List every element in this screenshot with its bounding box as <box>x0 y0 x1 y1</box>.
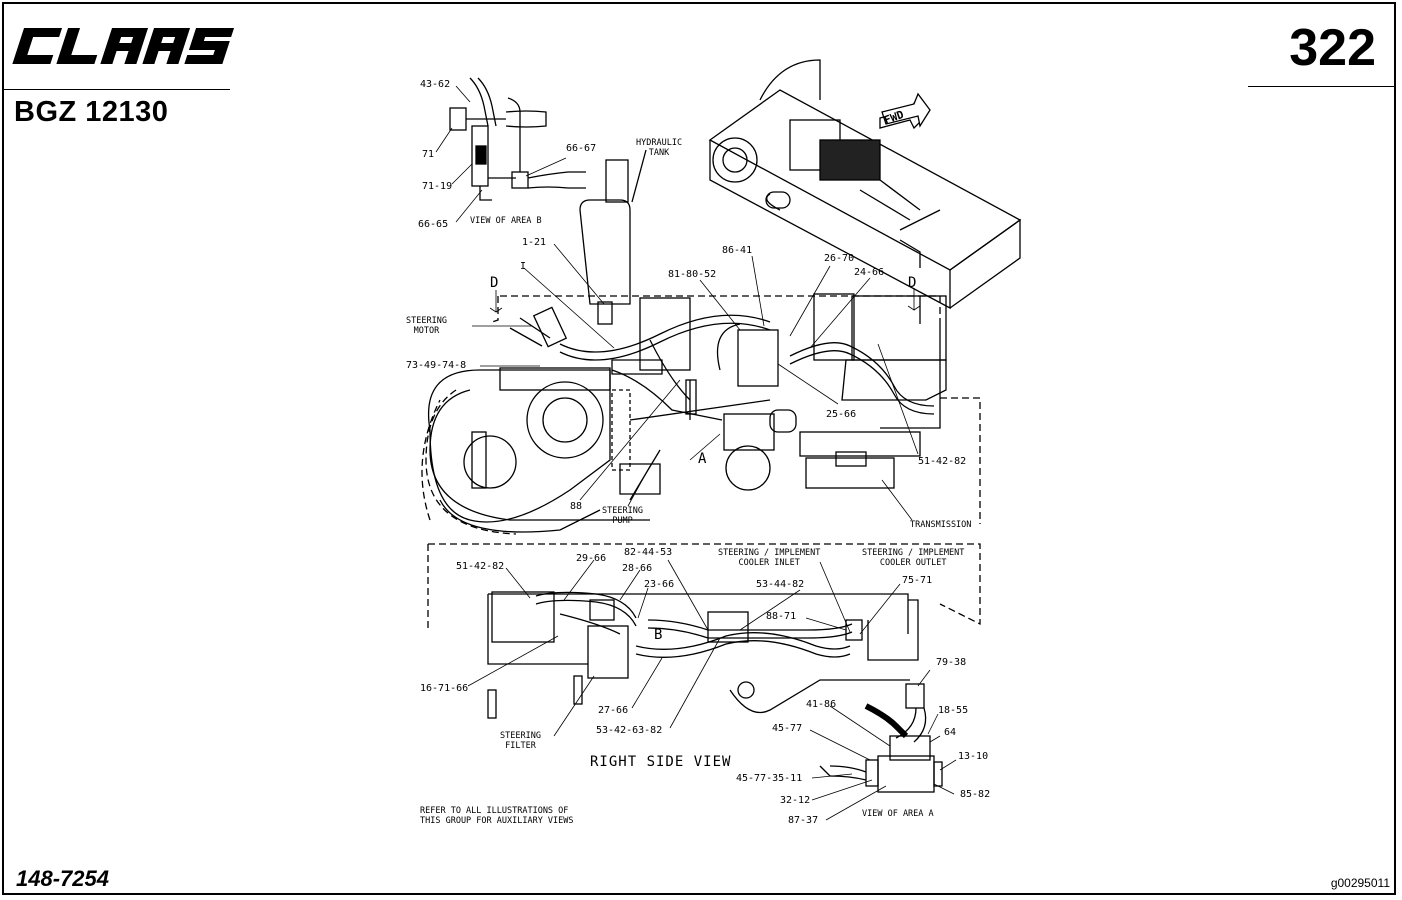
caption-right-side-view: RIGHT SIDE VIEW <box>590 754 732 770</box>
callout-51-42-82-lower: 51-42-82 <box>456 561 505 572</box>
callout-66-67: 66-67 <box>566 143 597 154</box>
label-steering-motor: STEERING MOTOR <box>406 316 447 336</box>
caption-view-area-a: VIEW OF AREA A <box>862 809 934 819</box>
callout-1-21: 1-21 <box>522 237 547 248</box>
page-number: 322 <box>1289 19 1376 77</box>
callout-53-42-63-82: 53-42-63-82 <box>596 725 663 736</box>
callout-87-37: 87-37 <box>788 815 819 826</box>
callout-45-77-35-11: 45-77-35-11 <box>736 773 803 784</box>
callout-85-82: 85-82 <box>960 789 991 800</box>
model-title: BGZ 12130 <box>14 96 169 128</box>
section-marker-d-left: D <box>490 275 499 291</box>
note-auxiliary-views: REFER TO ALL ILLUSTRATIONS OF THIS GROUP… <box>420 806 574 827</box>
label-hydraulic-tank: HYDRAULIC TANK <box>636 138 683 158</box>
label-cooler-inlet: STEERING / IMPLEMENT COOLER INLET <box>718 548 821 568</box>
callout-75-71: 75-71 <box>902 575 933 586</box>
label-cooler-outlet: STEERING / IMPLEMENT COOLER OUTLET <box>862 548 965 568</box>
callout-29-66: 29-66 <box>576 553 607 564</box>
callout-25-66: 25-66 <box>826 409 857 420</box>
callout-18-55: 18-55 <box>938 705 969 716</box>
callout-27-66: 27-66 <box>598 705 629 716</box>
section-marker-b: B <box>654 627 663 643</box>
hydraulic-tank-drawing <box>579 149 647 325</box>
section-marker-a: A <box>698 451 707 467</box>
callout-24-66: 24-66 <box>854 267 885 278</box>
callout-88: 88 <box>570 501 583 512</box>
callout-26-70: 26-70 <box>824 253 855 264</box>
claas-logo <box>12 28 235 64</box>
callout-16-71-66: 16-71-66 <box>420 683 469 694</box>
view-area-b-drawing <box>449 77 586 201</box>
part-number: 148-7254 <box>16 866 109 891</box>
callout-53-44-82: 53-44-82 <box>756 579 805 590</box>
callout-88-71: 88-71 <box>766 611 797 622</box>
callout-64: 64 <box>944 727 957 738</box>
callout-23-66: 23-66 <box>644 579 675 590</box>
right-side-view-drawing <box>427 543 981 719</box>
machine-frame-upper <box>421 293 981 535</box>
image-id: g00295011 <box>1330 876 1390 890</box>
callout-66-65: 66-65 <box>418 219 449 230</box>
callout-13-10: 13-10 <box>958 751 989 762</box>
header-rule-left <box>4 89 230 90</box>
label-steering-filter: STEERING FILTER <box>500 731 541 751</box>
callout-43-62: 43-62 <box>420 79 451 90</box>
callout-51-42-82-upper: 51-42-82 <box>918 456 967 467</box>
machine-perspective-drawing <box>708 59 1022 310</box>
callout-I: I <box>520 261 527 272</box>
header-rule-right <box>1248 86 1396 87</box>
callout-81-80-52: 81-80-52 <box>668 269 717 280</box>
callout-41-86: 41-86 <box>806 699 837 710</box>
label-steering-pump: STEERING PUMP <box>602 506 643 526</box>
callout-32-12: 32-12 <box>780 795 811 806</box>
callout-71: 71 <box>422 149 435 160</box>
callout-79-38: 79-38 <box>936 657 967 668</box>
callout-45-77: 45-77 <box>772 723 803 734</box>
view-area-a-drawing <box>819 683 943 793</box>
leader-lines-lower <box>467 559 901 737</box>
leader-lines-upper <box>435 85 921 521</box>
callout-73-49-74-8: 73-49-74-8 <box>406 360 467 371</box>
section-marker-d-right: D <box>908 275 917 291</box>
caption-view-area-b: VIEW OF AREA B <box>470 216 542 226</box>
leader-lines-area-a <box>809 669 957 821</box>
callout-82-44-53: 82-44-53 <box>624 547 673 558</box>
callout-86-41: 86-41 <box>722 245 753 256</box>
callout-71-19: 71-19 <box>422 181 453 192</box>
fwd-arrow <box>881 92 931 128</box>
callout-28-66: 28-66 <box>622 563 653 574</box>
label-transmission: TRANSMISSION <box>910 520 972 530</box>
